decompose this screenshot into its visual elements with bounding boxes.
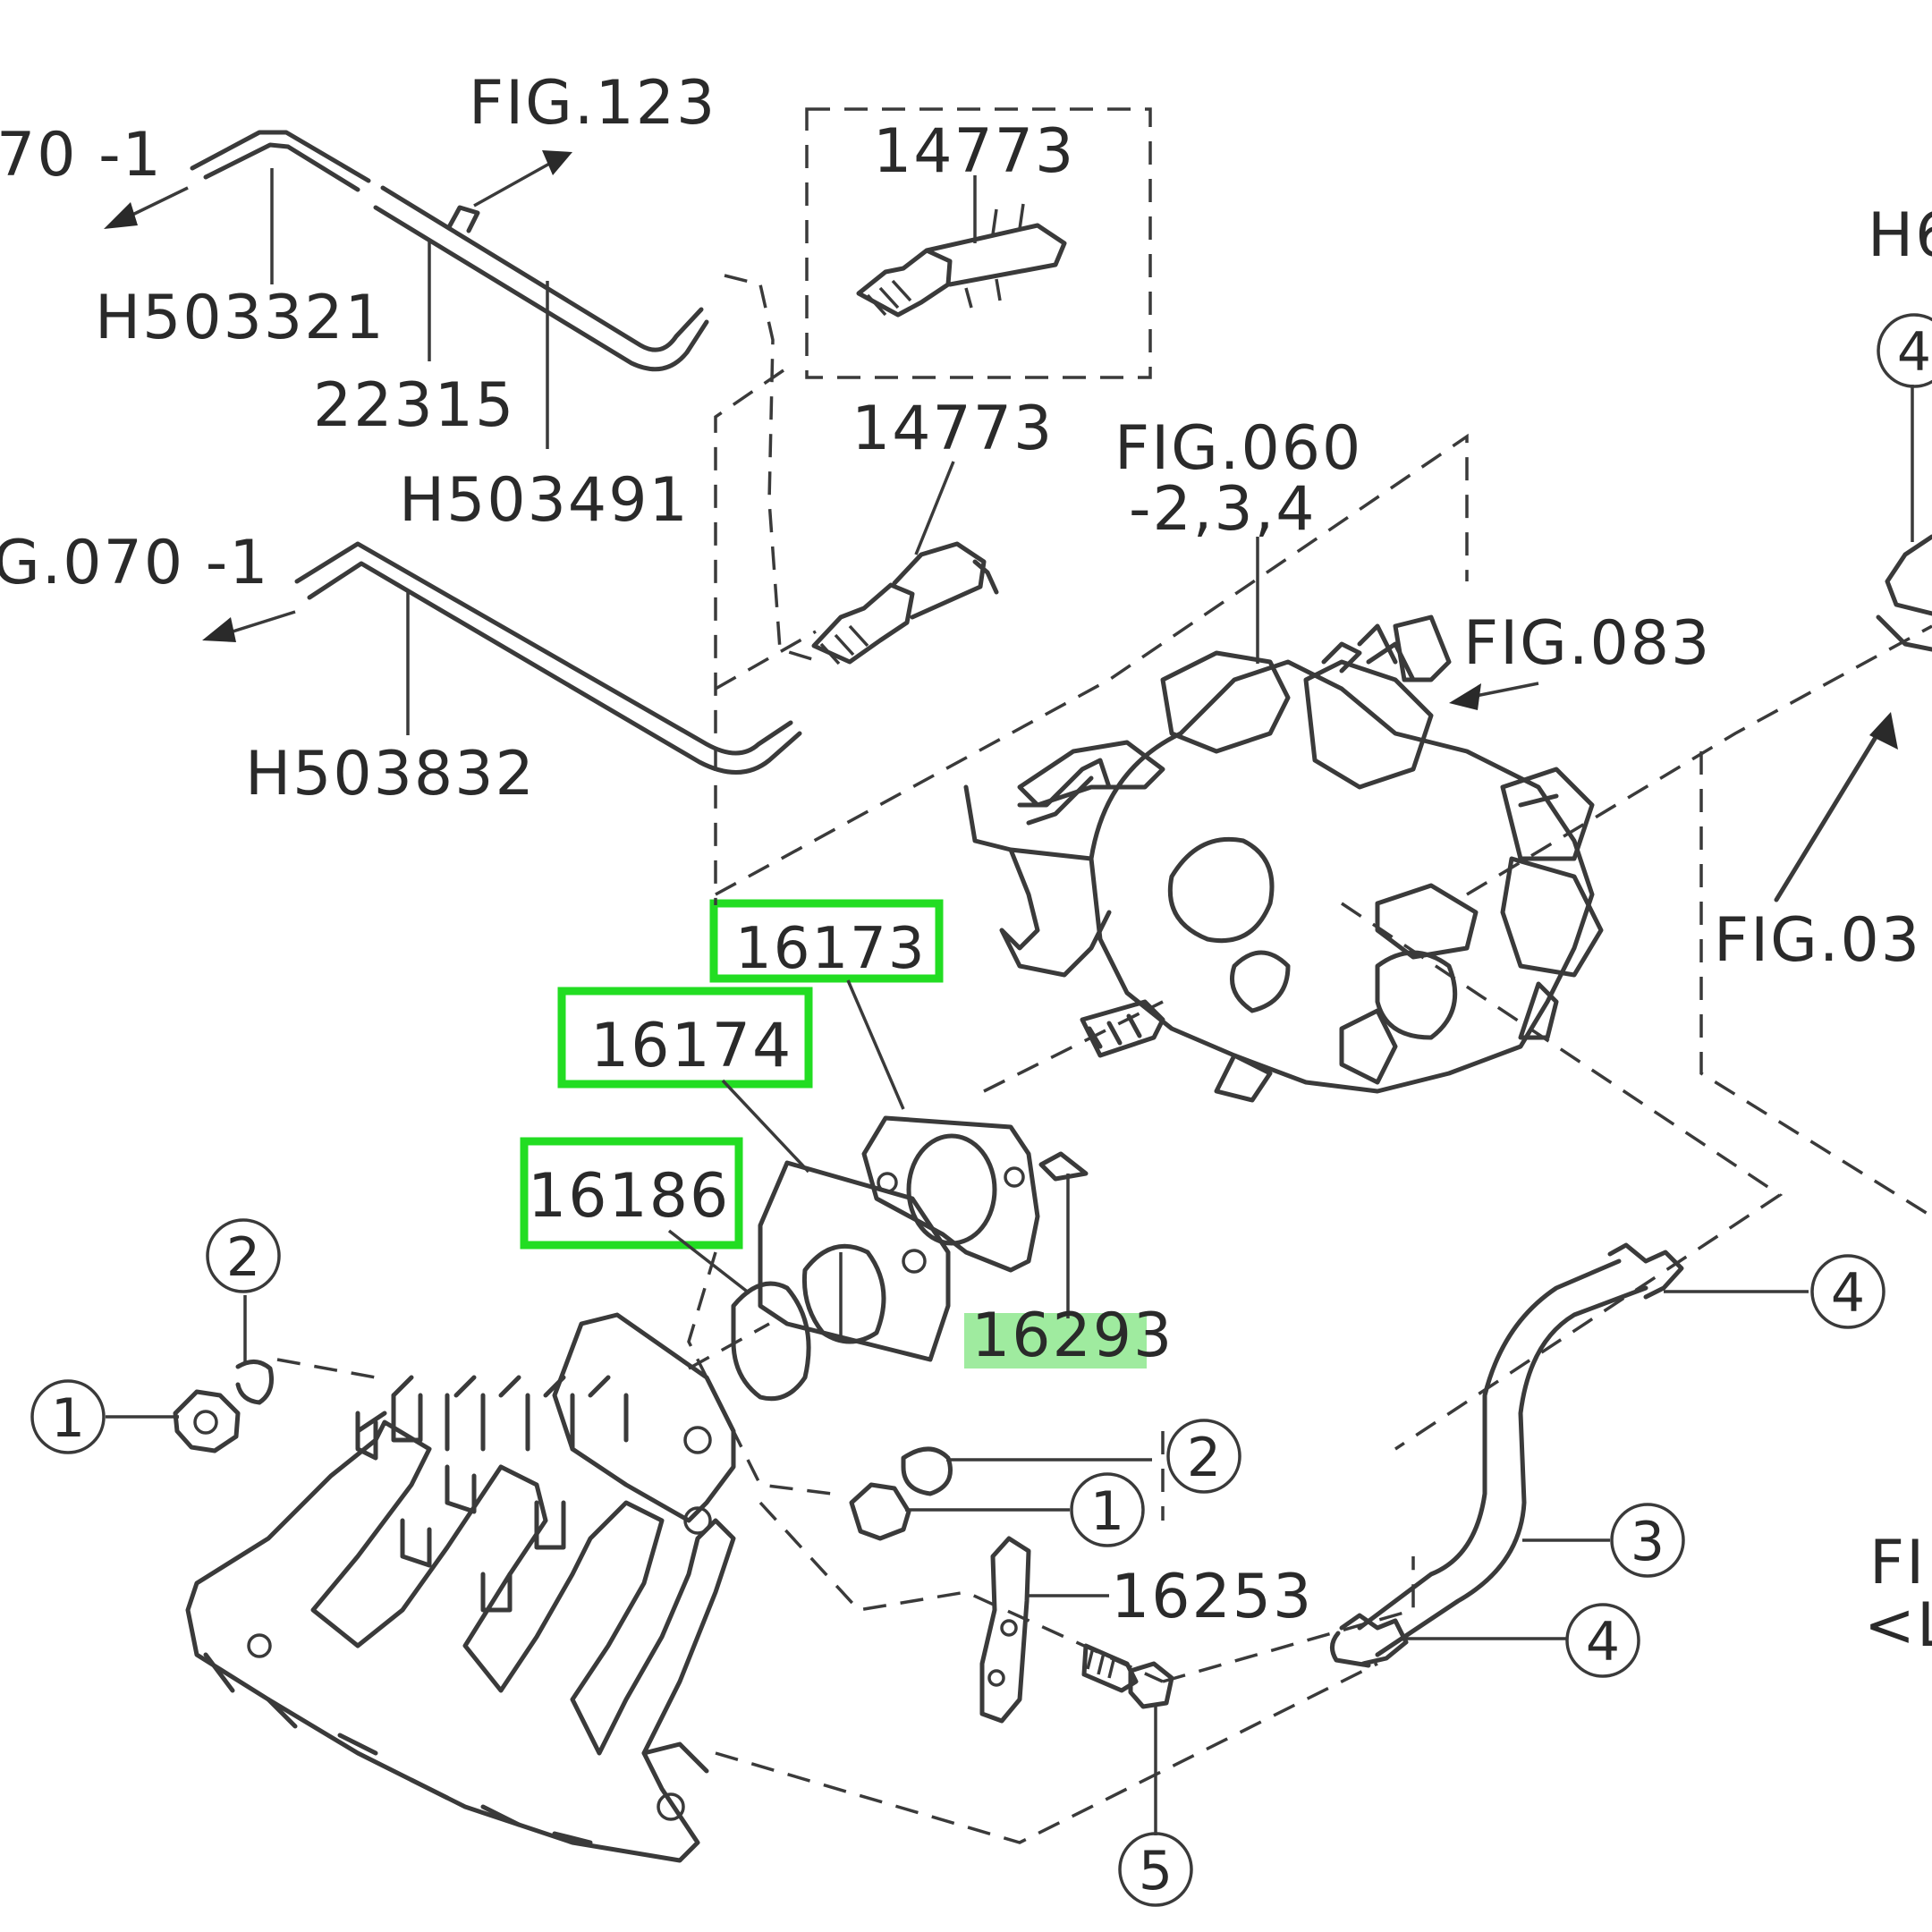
hose-h503321 bbox=[190, 130, 371, 192]
label-fig-070-top: 70 -1 bbox=[0, 120, 163, 191]
arrow-fig-123-head bbox=[542, 150, 572, 175]
callout-c2-left: 2 bbox=[226, 1226, 260, 1289]
callout-c1-left: 1 bbox=[51, 1387, 85, 1450]
intake-manifold bbox=[185, 1312, 736, 1863]
sensor-dashed-box bbox=[805, 107, 1152, 379]
label-fig-070-mid: G.070 -1 bbox=[0, 528, 270, 598]
gasket-16173 bbox=[861, 1115, 1040, 1273]
dashed-frame-manifold bbox=[276, 1000, 1164, 1379]
spacer-16174 bbox=[758, 1160, 951, 1362]
arrow-fig-070-top-head bbox=[104, 202, 138, 229]
washer-left bbox=[235, 1360, 274, 1405]
clip-16293 bbox=[1038, 1151, 1089, 1182]
highlight-box-16174 bbox=[557, 987, 813, 1089]
label-h503491: H503491 bbox=[399, 465, 690, 536]
fig-03-arrowhead bbox=[1869, 712, 1898, 750]
hose-h503832 bbox=[294, 541, 802, 775]
label-22315: 22315 bbox=[313, 370, 515, 441]
sensor-14773-box-thread bbox=[866, 279, 912, 317]
dashed-connector-sensor bbox=[714, 274, 822, 905]
callout-circle-c5 bbox=[1118, 1832, 1193, 1907]
callout-circle-c4-right-edge bbox=[1877, 313, 1932, 388]
leader-16186 bbox=[667, 1229, 751, 1295]
callout-c4-right-edge: 4 bbox=[1897, 321, 1931, 384]
callout-c4-bottom: 4 bbox=[1586, 1611, 1620, 1674]
label-fig-083: FIG.083 bbox=[1463, 608, 1711, 679]
clamp-4-right bbox=[1876, 534, 1932, 652]
highlight-box-16186 bbox=[520, 1137, 743, 1250]
nut-mid bbox=[849, 1482, 911, 1541]
label-16173: 16173 bbox=[735, 916, 927, 982]
hose-3-end bbox=[1330, 1631, 1371, 1668]
bracket-16253 bbox=[979, 1536, 1031, 1724]
sensor-14773-thread bbox=[819, 624, 869, 665]
callout-circle-c1-mid bbox=[1070, 1472, 1145, 1547]
leader-14773 bbox=[914, 461, 955, 555]
label-16174: 16174 bbox=[590, 1011, 792, 1081]
spacer-16174-port bbox=[801, 1243, 886, 1344]
arrow-fig-070-mid-head bbox=[202, 617, 236, 642]
dashed-frame-right bbox=[1466, 624, 1932, 1218]
label-h503832: H503832 bbox=[245, 739, 536, 809]
fig-03-arrow-line bbox=[1774, 727, 1883, 902]
nut-left bbox=[173, 1389, 241, 1453]
label-fig-060-sub: -2,3,4 bbox=[1129, 474, 1317, 545]
label-fig-03: FIG.03 bbox=[1714, 905, 1921, 976]
callout-circle-c1-left bbox=[30, 1379, 106, 1454]
insulator-16186 bbox=[731, 1281, 811, 1402]
fig-083-arrowhead bbox=[1449, 683, 1481, 710]
hose-22315 bbox=[373, 185, 709, 372]
label-fig-123: FIG.123 bbox=[469, 68, 716, 139]
label-16186: 16186 bbox=[528, 1161, 730, 1232]
sensor-14773-body bbox=[811, 541, 999, 665]
hose-nipple bbox=[446, 205, 480, 233]
callout-circle-c4-bottom bbox=[1565, 1603, 1640, 1678]
callout-c5: 5 bbox=[1139, 1840, 1173, 1902]
label-14773-box: 14773 bbox=[873, 116, 1075, 187]
label-h503321: H503321 bbox=[95, 283, 386, 353]
label-h6: H6 bbox=[1868, 200, 1932, 271]
nut-left-hole bbox=[193, 1410, 218, 1435]
arrow-fig-123-line bbox=[473, 161, 552, 208]
label-16293: 16293 bbox=[971, 1301, 1174, 1371]
carburetor-assembly bbox=[963, 614, 1604, 1103]
label-fig-060: FIG.060 bbox=[1114, 413, 1362, 484]
label-16253: 16253 bbox=[1111, 1562, 1313, 1632]
clamp-4-bottom bbox=[1339, 1613, 1409, 1666]
sensor-14773-box-body bbox=[856, 223, 1067, 318]
gasket-16173-hole-b bbox=[1004, 1166, 1025, 1188]
callout-circle-c4-top bbox=[1810, 1254, 1885, 1329]
clamp-4-top bbox=[1607, 1242, 1684, 1300]
washer-mid bbox=[901, 1446, 953, 1496]
label-fig-right: FI bbox=[1869, 1528, 1926, 1598]
bracket-hole-a bbox=[1000, 1619, 1018, 1637]
callout-c2-mid: 2 bbox=[1187, 1427, 1221, 1489]
label-fig-right-sub: <L bbox=[1864, 1590, 1932, 1661]
spacer-16174-hole bbox=[902, 1249, 927, 1274]
callout-c3: 3 bbox=[1631, 1511, 1665, 1573]
callout-c4-top: 4 bbox=[1831, 1262, 1865, 1325]
leader-16174 bbox=[721, 1079, 810, 1174]
callout-circle-c3 bbox=[1610, 1503, 1685, 1578]
arrow-fig-070-mid-line bbox=[226, 610, 296, 635]
leader-16173 bbox=[846, 979, 905, 1110]
arrow-fig-070-top-line bbox=[124, 186, 189, 220]
gasket-16173-port bbox=[906, 1133, 997, 1246]
highlight-marker-16293 bbox=[964, 1313, 1147, 1368]
callout-c1-mid: 1 bbox=[1090, 1480, 1124, 1543]
label-14773: 14773 bbox=[852, 394, 1054, 464]
bolt-5-thread bbox=[1086, 1647, 1116, 1679]
callout-circle-c2-left bbox=[206, 1218, 281, 1293]
bolt-5 bbox=[1081, 1643, 1174, 1709]
dashed-frame-carb bbox=[715, 433, 1784, 1451]
highlight-box-16173 bbox=[709, 899, 944, 983]
hose-3 bbox=[1357, 1258, 1648, 1657]
callout-circle-c2-mid bbox=[1166, 1419, 1241, 1494]
sensor-14773-box-pins bbox=[964, 203, 1025, 309]
bracket-hole-b bbox=[987, 1669, 1005, 1687]
